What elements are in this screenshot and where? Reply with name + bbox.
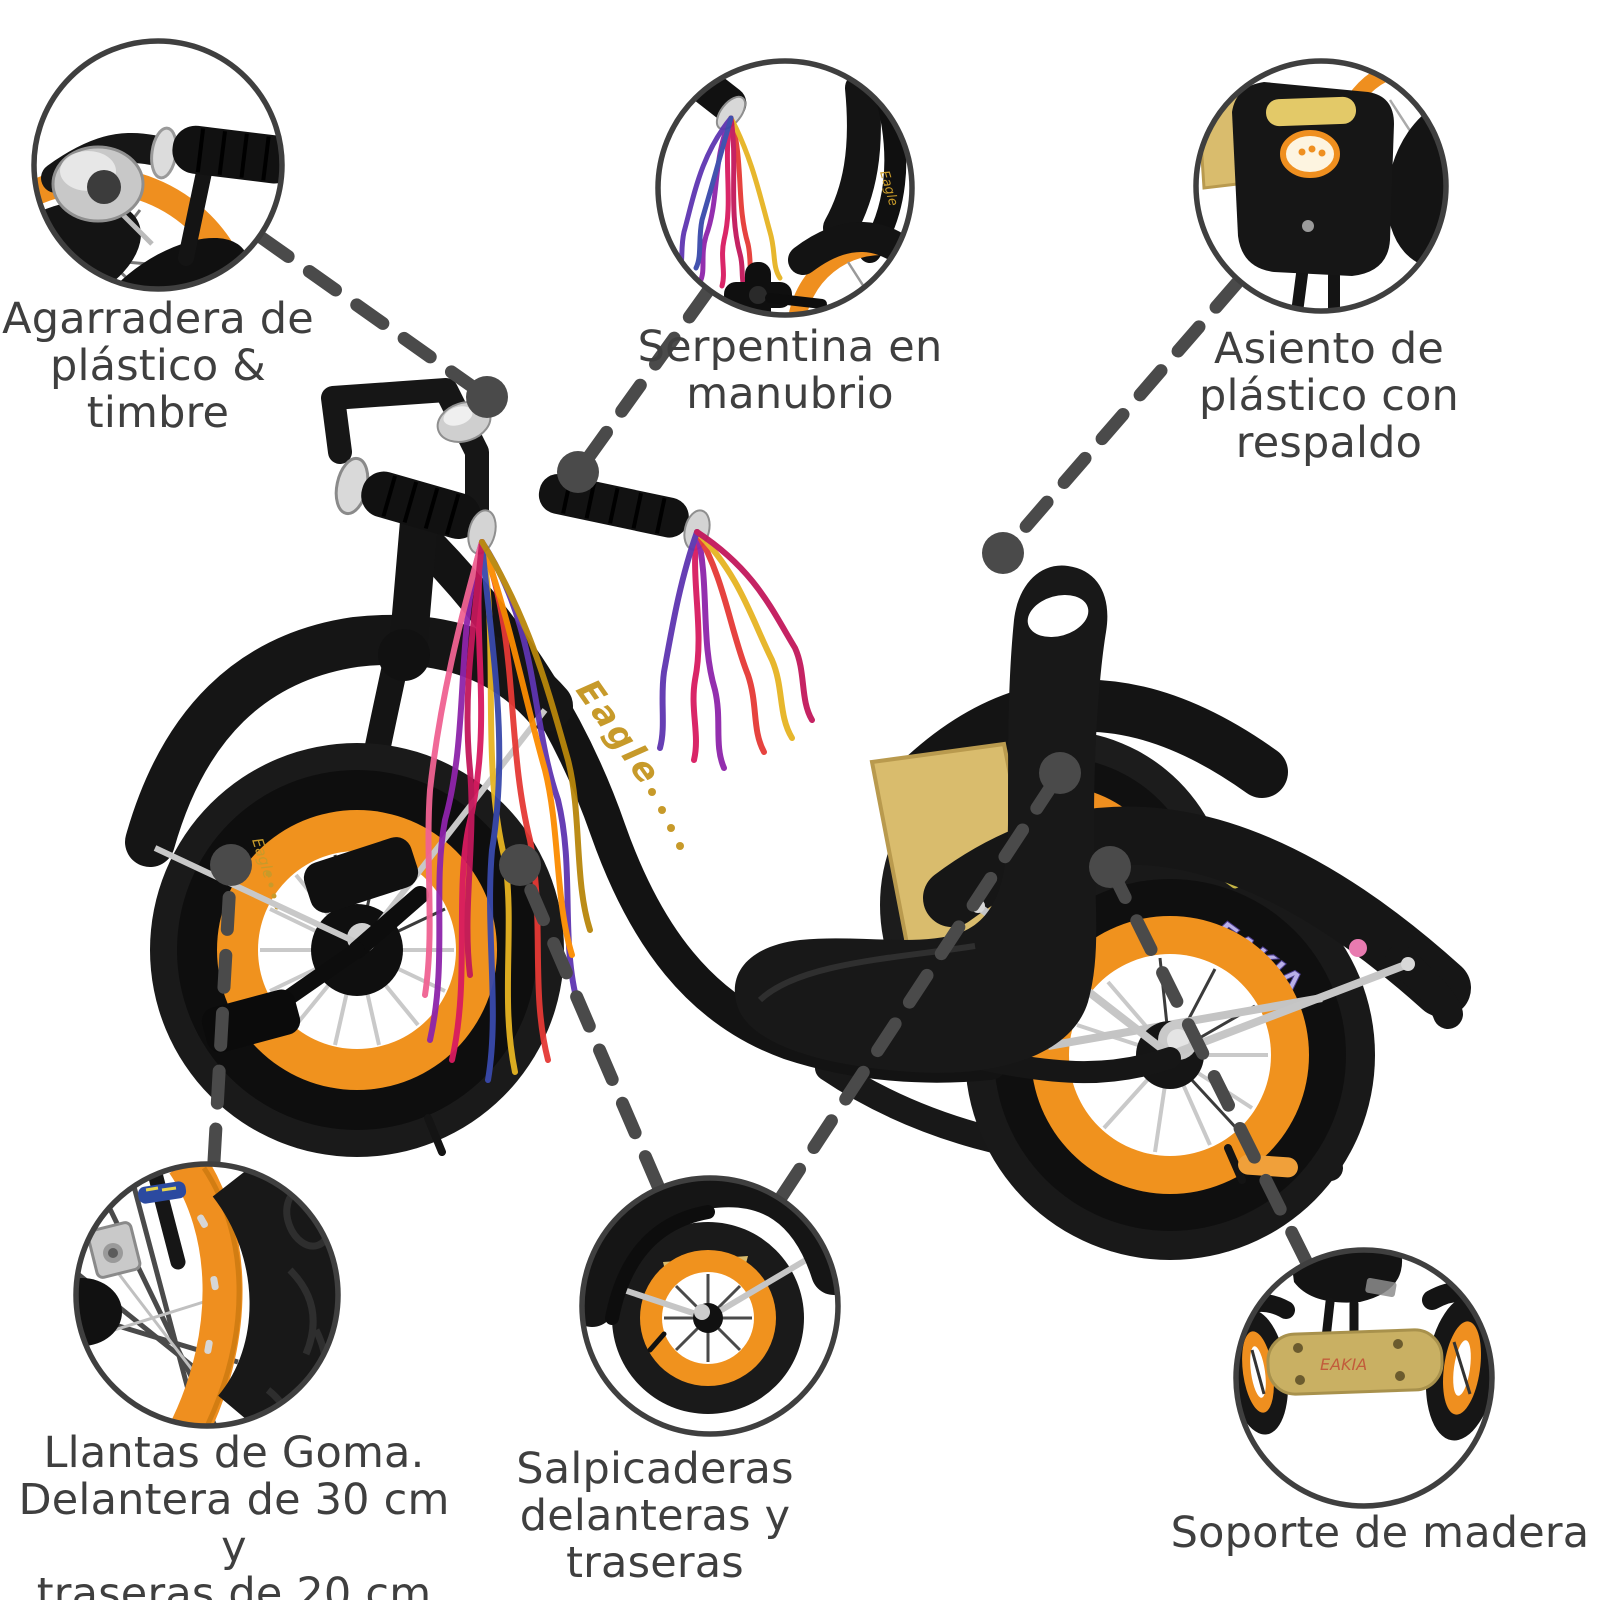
streamers-icon xyxy=(422,529,815,1083)
connector-fenders-rear xyxy=(775,766,1067,1203)
callout-label-grip-bell: Agarradera de plástico & timbre xyxy=(0,296,316,437)
label-line: Agarradera de xyxy=(2,294,314,344)
callout-label-streamers: Serpentina en manubrio xyxy=(600,324,980,418)
dot-seat xyxy=(982,532,1024,574)
dot-fender-front xyxy=(499,844,541,886)
connector-dots xyxy=(210,376,1131,888)
connector-seat xyxy=(996,276,1244,560)
seat-icon xyxy=(734,565,1108,1073)
dot-grip-bell xyxy=(466,376,508,418)
dot-tires xyxy=(210,844,252,886)
callout-label-tires: Llantas de Goma. Delantera de 30 cm y tr… xyxy=(4,1430,464,1600)
label-line: Salpicaderas xyxy=(516,1444,794,1494)
label-line: Soporte de madera xyxy=(1170,1508,1590,1558)
dot-streamers xyxy=(557,451,599,493)
callout-label-seat: Asiento de plástico con respaldo xyxy=(1139,326,1519,467)
callout-label-wood-support: Soporte de madera xyxy=(1164,1510,1596,1557)
label-line: plástico con xyxy=(1198,371,1460,421)
pedals-icon xyxy=(201,837,429,1053)
callout-circle-fenders xyxy=(579,1175,841,1437)
connector-fenders-front xyxy=(513,858,665,1193)
connector-lines xyxy=(207,231,1313,1268)
svg-text:EAKIA: EAKIA xyxy=(1320,1355,1367,1374)
dot-fender-rear xyxy=(1039,752,1081,794)
label-line: traseras de 20 cm xyxy=(36,1569,432,1600)
connector-wood-support xyxy=(1103,860,1313,1268)
connector-streamers xyxy=(571,284,715,479)
tricycle-photo: EAKIA xyxy=(125,378,1471,1260)
connector-grip-bell xyxy=(255,231,494,404)
callout-circle-wood-support: EAKIA xyxy=(1233,1247,1495,1509)
callout-circle-tires xyxy=(73,1161,341,1429)
bell-closeup-icon xyxy=(51,145,145,223)
label-line: plástico & xyxy=(50,341,266,391)
label-line: Llantas de Goma. xyxy=(43,1428,425,1478)
callout-circle-seat xyxy=(1193,58,1449,314)
pink-dot-sticker xyxy=(1349,939,1367,957)
seat-sticker-icon xyxy=(1280,130,1340,178)
connector-tires xyxy=(207,858,238,1168)
label-line: manubrio xyxy=(686,369,894,419)
label-line: Delantera de 30 cm y xyxy=(18,1475,450,1572)
dot-wood-support xyxy=(1089,846,1131,888)
label-line: Serpentina en xyxy=(637,322,943,372)
label-line: Asiento de xyxy=(1213,324,1445,374)
label-line: respaldo xyxy=(1235,418,1423,468)
callout-label-fenders: Salpicaderas delanteras y traseras xyxy=(440,1446,870,1587)
wood-board-closeup-icon: EAKIA xyxy=(1266,1328,1444,1396)
label-line: delanteras y traseras xyxy=(519,1491,791,1588)
label-line: timbre xyxy=(86,388,230,438)
seat-handle-hole xyxy=(1027,594,1089,638)
